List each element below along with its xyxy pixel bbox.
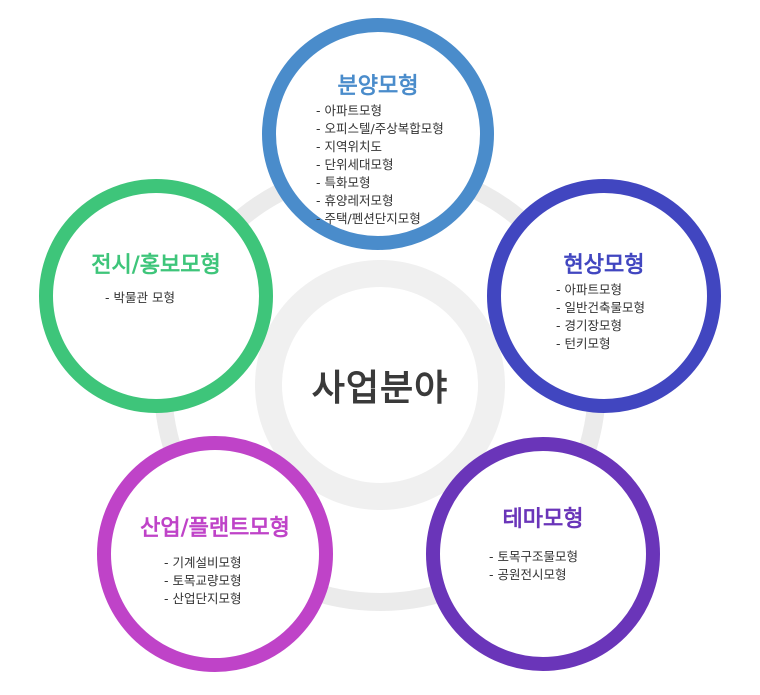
list-item: 아파트모형 bbox=[556, 281, 645, 299]
node-item-list: 박물관 모형 bbox=[105, 289, 174, 307]
node-item-list: 기계설비모형 토목교량모형 산업단지모형 bbox=[164, 554, 241, 608]
list-item: 공원전시모형 bbox=[489, 566, 578, 584]
node-saneop[interactable]: 산업/플랜트모형 기계설비모형 토목교량모형 산업단지모형 bbox=[97, 436, 333, 672]
node-title: 테마모형 bbox=[502, 507, 584, 532]
node-title: 현상모형 bbox=[563, 253, 645, 278]
list-item: 토목교량모형 bbox=[164, 572, 241, 590]
list-item: 경기장모형 bbox=[556, 317, 645, 335]
list-item: 오피스텔/주상복합모형 bbox=[316, 120, 443, 138]
list-item: 주택/펜션단지모형 bbox=[316, 210, 444, 228]
list-item: 기계설비모형 bbox=[164, 554, 241, 572]
list-item: 지역위치도 bbox=[316, 138, 444, 156]
node-jeonsi[interactable]: 전시/홍보모형 박물관 모형 bbox=[39, 179, 273, 413]
list-item: 토목구조물모형 bbox=[489, 548, 578, 566]
list-item: 턴키모형 bbox=[556, 335, 645, 353]
list-item: 산업단지모형 bbox=[164, 590, 241, 608]
list-item: 아파트모형 bbox=[316, 102, 444, 120]
node-title: 전시/홍보모형 bbox=[91, 253, 221, 278]
node-title: 산업/플랜트모형 bbox=[140, 516, 290, 541]
list-item: 특화모형 bbox=[316, 174, 444, 192]
node-item-list: 아파트모형 오피스텔/주상복합모형 지역위치도 단위세대모형 특화모형 휴양레저… bbox=[316, 102, 444, 228]
node-item-list: 토목구조물모형 공원전시모형 bbox=[489, 548, 578, 584]
node-item-list: 아파트모형 일반건축물모형 경기장모형 턴키모형 bbox=[556, 281, 645, 353]
center-label: 사업분야 bbox=[311, 368, 449, 409]
center-disc bbox=[282, 287, 478, 483]
node-title: 분양모형 bbox=[337, 74, 419, 99]
node-tema[interactable]: 테마모형 토목구조물모형 공원전시모형 bbox=[426, 437, 660, 671]
node-hyeonsang[interactable]: 현상모형 아파트모형 일반건축물모형 경기장모형 턴키모형 bbox=[487, 179, 721, 413]
list-item: 단위세대모형 bbox=[316, 156, 444, 174]
node-bunyang[interactable]: 분양모형 아파트모형 오피스텔/주상복합모형 지역위치도 단위세대모형 특화모형… bbox=[262, 18, 494, 250]
list-item: 박물관 모형 bbox=[105, 289, 174, 307]
list-item: 휴양레저모형 bbox=[316, 192, 444, 210]
list-item: 일반건축물모형 bbox=[556, 299, 645, 317]
